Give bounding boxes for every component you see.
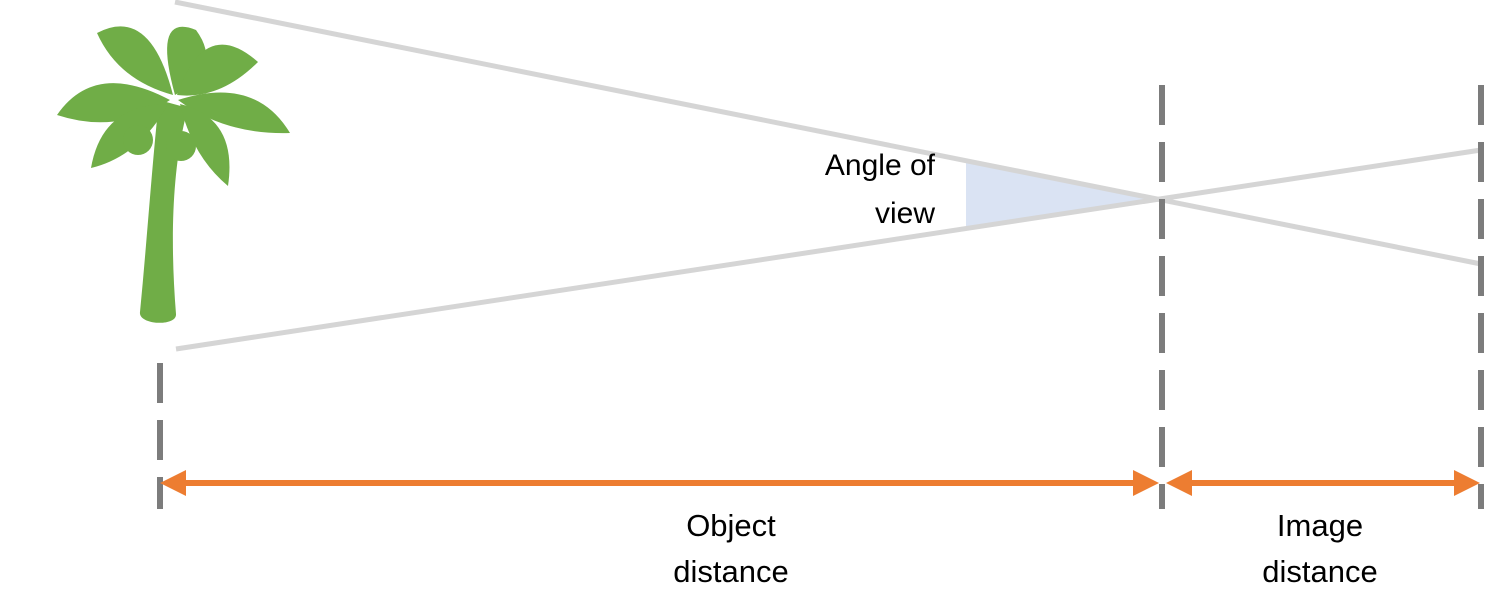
palm-coconut-right — [166, 131, 196, 161]
object-distance-arrowhead-left — [160, 470, 186, 496]
palm-tree-icon — [57, 26, 290, 323]
image-distance-arrowhead-right — [1454, 470, 1480, 496]
palm-frond-top-left — [97, 26, 173, 95]
image-distance-arrow — [1166, 470, 1480, 496]
angle-of-view-triangle — [966, 161, 1158, 229]
light-ray-upper — [174, 0, 1482, 267]
palm-frond-lower-right — [180, 104, 230, 186]
palm-frond-right — [178, 92, 290, 134]
object-distance-arrowhead-right — [1133, 470, 1159, 496]
palm-frond-top-right — [177, 44, 258, 96]
object-distance-arrow — [160, 470, 1159, 496]
object-distance-label: Object distance — [673, 508, 789, 589]
image-distance-label: Image distance — [1262, 508, 1378, 589]
angle-of-view-label: Angle of view — [824, 149, 935, 230]
light-ray-lower — [175, 147, 1482, 352]
image-distance-arrowhead-left — [1166, 470, 1192, 496]
palm-coconut-left — [123, 125, 153, 155]
